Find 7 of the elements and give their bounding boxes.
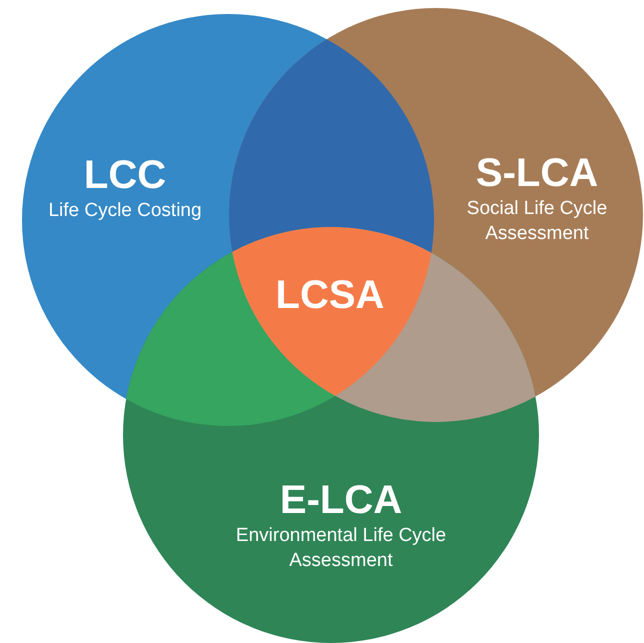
region-description: Life Cycle Costing — [48, 199, 202, 223]
region-title: S-LCA — [476, 150, 598, 196]
region-description: Environmental Life Cycle Assessment — [234, 524, 448, 573]
region-title: E-LCA — [280, 477, 402, 523]
region-title: LCSA — [276, 272, 384, 318]
region-title: LCC — [84, 152, 166, 198]
region-description: Social Life Cycle Assessment — [466, 197, 608, 246]
